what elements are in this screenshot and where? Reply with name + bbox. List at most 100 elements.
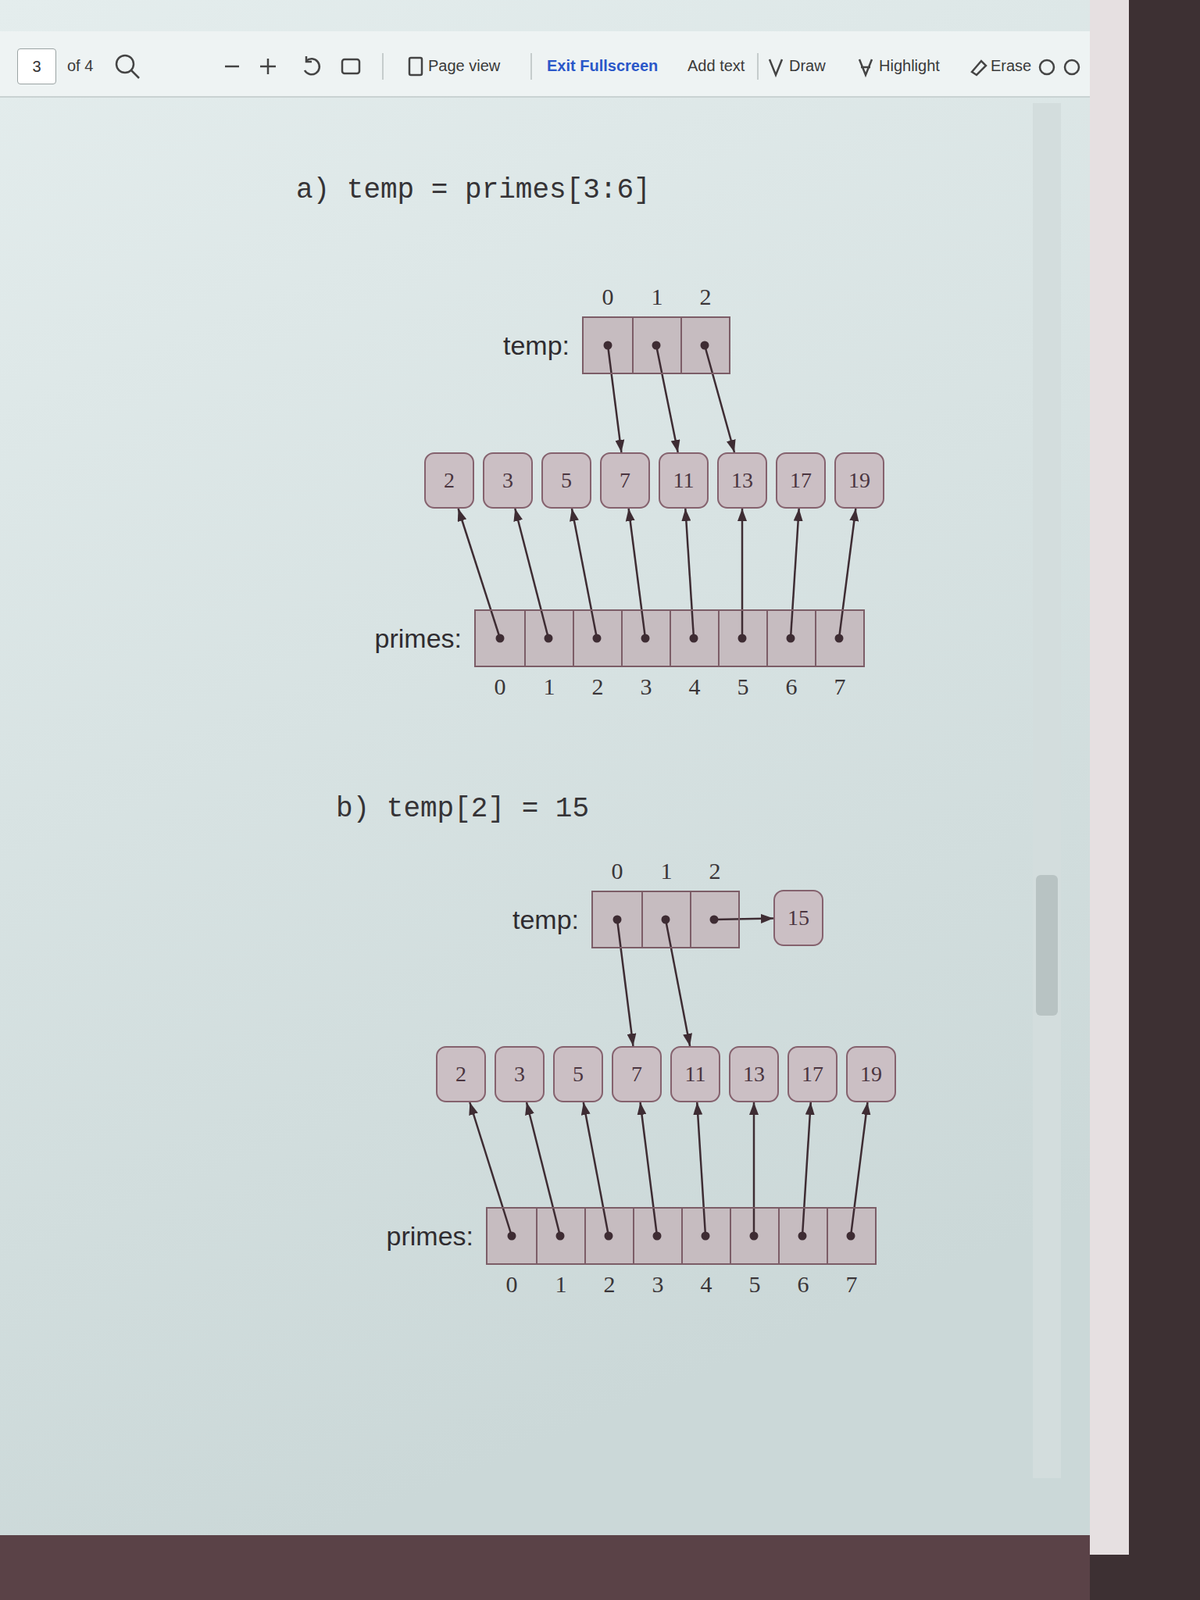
pointer-arrow [685,508,694,639]
list-name: primes: [386,1222,474,1250]
pointer-arrow [617,919,633,1047]
value-text: 13 [731,469,754,492]
list-cell: 0 [487,1208,536,1264]
pointer-dot [661,915,671,925]
index-number: 5 [749,1272,761,1297]
value-text: 11 [685,1063,707,1086]
list-strip: 01234567 [474,609,865,668]
pointer-arrow [802,1102,811,1236]
index-number: 3 [652,1272,665,1297]
index-number: 2 [709,859,722,883]
toolbar-label: of 4 [67,57,93,74]
value-text: 11 [673,469,695,492]
value-text: 13 [742,1063,765,1086]
index-number: 0 [494,675,507,699]
list-strip: 012 [582,316,731,375]
pointer-dot [700,341,710,350]
pointer-dot [786,634,796,643]
value-box: 13 [717,452,768,509]
pointer-arrow [469,1102,512,1236]
value-box: 5 [541,452,592,509]
cell-fill [814,610,864,666]
index-number: 2 [603,1272,616,1297]
cell-fill [669,610,718,666]
pointer-dot [613,915,622,925]
pointer-arrow [741,508,744,639]
pointer-dot [603,341,613,350]
pointer-dot [653,1232,662,1241]
pointer-arrow [514,508,549,639]
list-cell: 5 [717,610,767,666]
cell-fill [584,1208,633,1264]
pointer-arrow [628,508,646,639]
cell-fill [826,1208,875,1264]
value-box: 11 [670,1046,721,1103]
cell-fill [487,1208,536,1264]
pointer-dot [710,915,719,925]
pointer-dot [835,634,844,643]
list-variable: temp:012 [512,890,740,949]
pointer-arrow [696,1102,706,1236]
toolbar-label: Erase [990,57,1032,74]
value-text: 3 [514,1063,525,1086]
pointer-dot [798,1232,808,1241]
cell-fill [680,317,729,373]
scrollbar [1032,103,1061,1479]
index-number: 7 [846,1272,858,1297]
pointer-dot [592,634,602,643]
cell-fill [572,610,622,666]
cell-fill [681,1208,730,1264]
list-strip: 01234567 [485,1207,877,1265]
value-box: 17 [787,1046,838,1103]
scrollbar-thumb [1035,875,1058,1016]
index-number: 0 [602,285,615,309]
value-box: 13 [728,1046,779,1103]
pointer-dot [701,1232,711,1241]
index-number: 3 [640,675,653,699]
pointer-dot [604,1232,614,1241]
value-text: 5 [572,1063,584,1086]
value-box: 15 [773,889,824,947]
index-number: 6 [785,675,798,699]
index-number: 0 [611,859,624,883]
index-number: 7 [834,675,847,699]
toolbar-label: Highlight [878,57,940,74]
pointer-dot [846,1232,856,1241]
cell-fill [632,317,681,373]
code-caption: a) temp = primes[3:6] [296,176,651,205]
value-box: 7 [611,1046,662,1103]
value-box: 5 [553,1046,604,1103]
cell-fill [583,317,633,373]
screen [0,0,1090,1536]
pointer-dot [750,1232,759,1241]
cell-fill [592,892,642,947]
index-number: 1 [651,285,664,309]
list-cell: 6 [778,1208,827,1264]
cell-fill [641,892,690,947]
pointer-dot [738,634,747,643]
toolbar-label: Draw [789,57,826,74]
pointer-dot [652,341,661,350]
list-variable: temp:012 [503,316,731,375]
value-box: 2 [424,452,475,509]
toolbar-label: of 4 [67,57,93,74]
pointer-arrow [571,508,597,639]
list-strip: 012 [591,890,740,949]
value-text: 17 [789,469,812,492]
toolbar-label: Erase [990,57,1032,74]
pointer-arrow [790,508,800,639]
toolbar-label: Exit Fullscreen [546,57,658,74]
value-box: 2 [435,1046,486,1103]
value-text: 3 [502,469,514,492]
pointer-arrow [458,508,500,639]
index-number: 4 [689,675,701,699]
list-cell: 2 [689,892,739,947]
value-text: 15 [787,907,810,929]
list-cell: 1 [535,1208,585,1264]
list-variable: primes:01234567 [375,609,865,668]
list-cell: 2 [584,1208,633,1264]
pointer-arrow [839,508,856,639]
list-cell: 2 [572,610,622,666]
pointer-dot [641,634,650,643]
